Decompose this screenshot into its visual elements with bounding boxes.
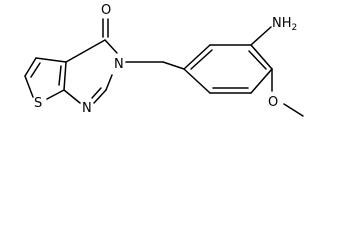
- bond-b6-b1: [183, 68, 211, 94]
- bond-c2-n1-b: [91, 87, 102, 99]
- amino-subscript: 2: [292, 23, 298, 33]
- atom-label-carbonyl-oxygen: O: [101, 3, 111, 18]
- bond-c6-s: [24, 75, 34, 98]
- bond-b3-b4-inner: [248, 50, 267, 70]
- bond-n3-c2: [105, 74, 113, 91]
- bond-b3-b4: [250, 44, 273, 70]
- bond-c2-n1-a: [93, 89, 107, 104]
- bond-c4a-c4: [65, 39, 106, 63]
- bond-lines: [24, 18, 304, 117]
- bond-b1-b2-inner: [190, 49, 213, 70]
- bond-ch2-aryl: [162, 61, 185, 70]
- atom-label-methoxy-oxygen: O: [268, 95, 278, 110]
- atom-label-thiophene-sulfur: S: [34, 96, 42, 111]
- bond-b4-b5: [250, 68, 273, 94]
- atom-label-amino-group: NH2: [272, 16, 297, 33]
- bond-s-c7a: [46, 89, 65, 100]
- amino-main: NH: [272, 16, 292, 31]
- bond-b1-b2: [183, 44, 211, 70]
- bond-c7a-c4a-inner: [58, 65, 62, 86]
- bond-c5-c6-a: [24, 57, 37, 77]
- bond-c7a-c4a: [63, 61, 67, 91]
- bond-methoxy-o-ch3: [283, 103, 304, 117]
- bond-c4-n3: [104, 39, 118, 54]
- bond-c4a-c5: [35, 57, 67, 63]
- atom-labels: O N N S NH2 O: [34, 3, 297, 116]
- atom-label-ring-nitrogen-bottom: N: [82, 101, 92, 116]
- bond-c5-c6-b: [30, 62, 41, 78]
- bond-n1-c7a: [63, 89, 81, 104]
- bond-b3-amino: [250, 26, 272, 46]
- atom-label-ring-nitrogen-top: N: [114, 57, 124, 72]
- molecule-structure-diagram: O N N S NH2 O: [24, 3, 304, 117]
